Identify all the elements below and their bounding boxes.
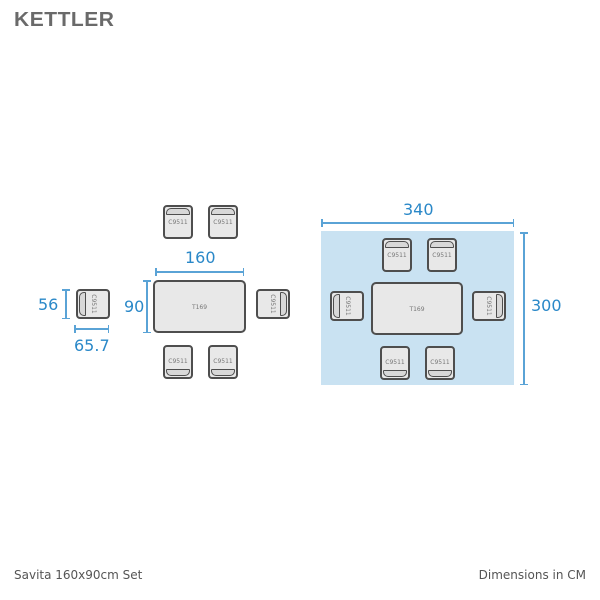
chair: C9511	[425, 346, 455, 380]
table: T169	[371, 282, 463, 335]
product-name: Savita 160x90cm Set	[14, 568, 143, 582]
chair-label: C9511	[213, 358, 233, 365]
chair-depth-line	[62, 289, 69, 319]
chair-width-label: 65.7	[74, 336, 110, 355]
chair-label: C9511	[387, 252, 407, 259]
footprint-width-line	[321, 219, 514, 226]
chair-label: C9511	[344, 296, 351, 316]
chair-label: C9511	[385, 359, 405, 366]
footprint-depth-line	[520, 232, 527, 385]
table: T169	[153, 280, 246, 333]
chair-label: C9511	[432, 252, 452, 259]
footprint-depth-label: 300	[531, 296, 562, 315]
chair-label: C9511	[430, 359, 450, 366]
chair: C9511	[382, 238, 412, 272]
table-width-label: 160	[185, 248, 216, 267]
chair: C9511	[380, 346, 410, 380]
chair: C9511	[163, 205, 193, 239]
footprint-width-label: 340	[403, 200, 434, 219]
chair: C9511	[256, 289, 290, 319]
chair: C9511	[163, 345, 193, 379]
chair-depth-label: 56	[38, 295, 59, 314]
table-depth-line	[143, 280, 150, 333]
chair: C9511	[208, 345, 238, 379]
table-label: T169	[191, 304, 208, 312]
chair-label: C9511	[168, 358, 188, 365]
chair: C9511	[472, 291, 506, 321]
chair: C9511	[330, 291, 364, 321]
chair-width-line	[74, 325, 109, 332]
chair-label: C9511	[213, 219, 233, 226]
table-width-line	[155, 268, 244, 275]
chair-label: C9511	[485, 296, 492, 316]
chair: C9511	[76, 289, 110, 319]
chair-label: C9511	[269, 294, 276, 314]
chair: C9511	[427, 238, 457, 272]
table-label: T169	[409, 306, 425, 314]
kettler-logo: KETTLER	[14, 9, 115, 31]
chair-label: C9511	[168, 219, 188, 226]
chair: C9511	[208, 205, 238, 239]
table-depth-label: 90	[124, 297, 145, 316]
chair-label: C9511	[90, 294, 97, 314]
units-note: Dimensions in CM	[478, 568, 586, 582]
